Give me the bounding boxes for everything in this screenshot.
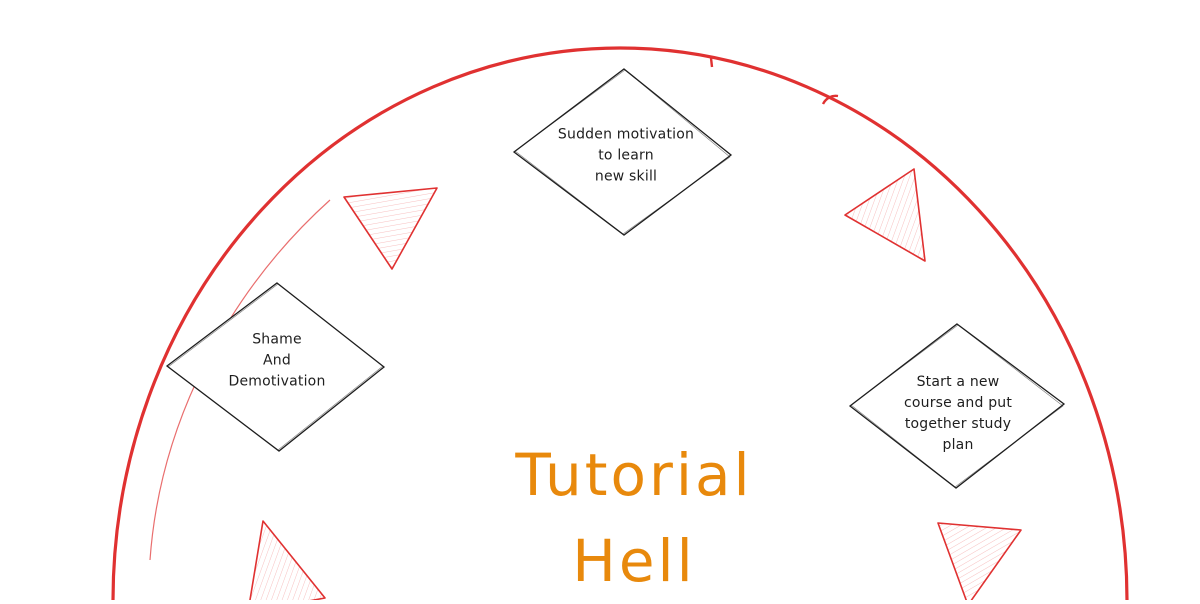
arrow-bottom-left-icon	[249, 520, 326, 600]
node-motivation-shape[interactable]	[512, 68, 733, 236]
node-motivation-label: Sudden motivation to learn new skill	[557, 126, 695, 185]
node-start-course-shape[interactable]	[848, 323, 1066, 489]
arrow-top-left-icon	[343, 187, 438, 270]
diagram-title: Tutorial Hell	[515, 441, 753, 595]
node-shame-shape[interactable]	[165, 282, 386, 452]
node-start-course-label: Start a new course and put together stud…	[903, 374, 1013, 453]
arrow-top-right-icon	[844, 168, 926, 262]
arrow-bottom-right-icon	[937, 522, 1022, 600]
node-shame-label: Shame And Demotivation	[228, 331, 326, 390]
